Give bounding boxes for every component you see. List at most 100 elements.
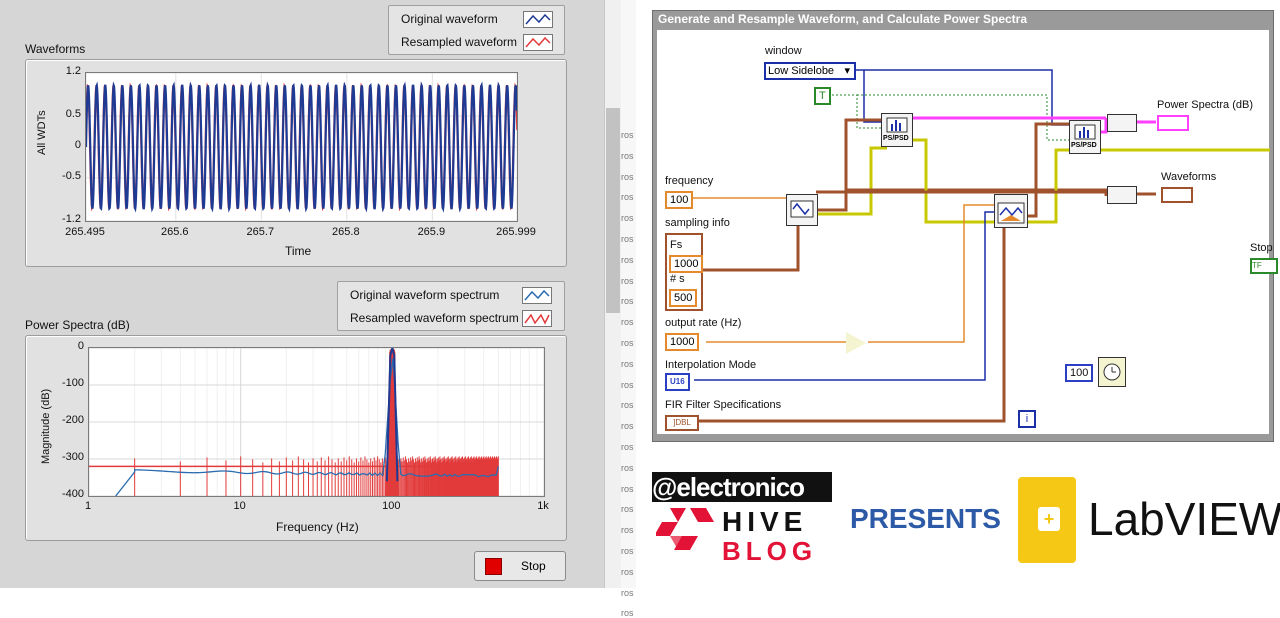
ps-psd-vi-original[interactable]: PS/PSD bbox=[881, 113, 913, 147]
x-tick-label: 10 bbox=[233, 500, 246, 512]
x-tick-label: 265.6 bbox=[161, 226, 189, 238]
line-swatch-icon bbox=[523, 34, 553, 51]
strip-label: ros bbox=[621, 234, 634, 244]
strip-label: ros bbox=[621, 566, 634, 577]
stop-terminal-label: Stop bbox=[1250, 242, 1273, 254]
legend-label: Resampled waveform spectrum bbox=[350, 311, 519, 325]
y-tick-label: 0.5 bbox=[65, 108, 81, 121]
labview-name: LabVIEW bbox=[1088, 493, 1280, 545]
strip-label: ros bbox=[621, 587, 634, 598]
fs-label: Fs bbox=[670, 239, 683, 251]
dropdown-arrow-icon: ▾ bbox=[844, 65, 850, 77]
interpolation-mode-label: Interpolation Mode bbox=[665, 359, 757, 371]
y-tick-label: 0 bbox=[74, 139, 81, 151]
strip-label: ros bbox=[621, 546, 634, 556]
x-tick-label: 1 bbox=[84, 500, 92, 512]
spectra-chart-title: Power Spectra (dB) bbox=[25, 318, 130, 332]
y-tick-label: -0.5 bbox=[62, 169, 81, 182]
resample-icon bbox=[997, 202, 1025, 224]
presents-text: PRESENTS bbox=[850, 503, 1001, 534]
line-swatch-icon bbox=[523, 11, 553, 28]
strip-label: ros bbox=[621, 504, 634, 515]
legend-item-original-spectrum[interactable]: Original waveform spectrum bbox=[338, 284, 564, 306]
ns-control[interactable]: 500 bbox=[669, 289, 698, 307]
strip-label: ros bbox=[621, 254, 634, 265]
spectrum-icon bbox=[1074, 124, 1096, 140]
y-tick-label: 0 bbox=[77, 340, 84, 352]
strip-label: ros bbox=[621, 130, 634, 140]
scrollbar-thumb[interactable] bbox=[606, 108, 620, 313]
iteration-terminal: i bbox=[1018, 410, 1036, 428]
sampling-info-cluster[interactable]: Fs 1000 # s 500 bbox=[665, 233, 704, 311]
labview-logo: + bbox=[1018, 477, 1076, 563]
original-spectrum-peak bbox=[385, 344, 399, 482]
original-spectrum-line bbox=[115, 358, 499, 497]
frame-title: Generate and Resample Waveform, and Calc… bbox=[658, 12, 1028, 26]
waveforms-indicator-label: Waveforms bbox=[1161, 171, 1217, 183]
x-tick-label: 265.8 bbox=[332, 226, 360, 238]
fir-spec-control[interactable]: ]DBL bbox=[665, 415, 699, 431]
boolean-constant[interactable]: T bbox=[814, 87, 831, 105]
strip-label: ros bbox=[621, 608, 634, 618]
spectra-y-axis-label: Magnitude (dB) bbox=[40, 388, 52, 464]
legend-item-original-waveform[interactable]: Original waveform bbox=[389, 8, 564, 30]
y-tick-label: -100 bbox=[61, 377, 84, 389]
output-rate-control[interactable]: 1000 bbox=[665, 333, 700, 351]
x-tick-label: 100 bbox=[382, 500, 401, 512]
x-tick-label: 265.495 bbox=[65, 226, 105, 238]
fir-spec-label: FIR Filter Specifications bbox=[665, 399, 782, 411]
strip-label: ros bbox=[621, 317, 634, 328]
spectra-legend[interactable]: Original waveform spectrum Resampled wav… bbox=[337, 281, 565, 331]
stop-button-label: Stop bbox=[521, 559, 546, 573]
waveforms-chart-title: Waveforms bbox=[25, 42, 86, 56]
frequency-control[interactable]: 100 bbox=[665, 191, 694, 209]
labview-text: LabVIEW™ bbox=[1088, 492, 1280, 546]
legend-item-resampled-spectrum[interactable]: Resampled waveform spectrum bbox=[338, 307, 564, 329]
power-spectra-indicator-label: Power Spectra (dB) bbox=[1157, 99, 1253, 111]
panel-scrollbar[interactable] bbox=[604, 0, 621, 588]
front-panel: Original waveform Resampled waveform Wav… bbox=[0, 0, 604, 588]
logo-blog-text: BLOG bbox=[722, 536, 818, 566]
build-cluster-array-icon[interactable] bbox=[1107, 186, 1137, 204]
waveforms-plot bbox=[84, 72, 519, 222]
frequency-label: frequency bbox=[665, 175, 714, 187]
resample-waveform-vi[interactable] bbox=[994, 194, 1028, 228]
logo-hive-text: HIVE bbox=[722, 506, 808, 537]
strip-label: ros bbox=[621, 379, 634, 390]
output-rate-label: output rate (Hz) bbox=[665, 317, 742, 329]
wait-timer-vi[interactable] bbox=[1098, 357, 1126, 387]
y-tick-label: -200 bbox=[61, 414, 84, 426]
strip-label: ros bbox=[621, 442, 634, 452]
strip-label: ros bbox=[621, 421, 634, 432]
multiply-node[interactable] bbox=[846, 332, 866, 354]
y-tick-label: -400 bbox=[61, 488, 84, 500]
strip-label: ros bbox=[621, 171, 634, 182]
window-enum-value: Low Sidelobe bbox=[768, 65, 835, 77]
stop-terminal[interactable]: TF bbox=[1250, 258, 1278, 274]
spectra-plot-area[interactable] bbox=[88, 344, 545, 497]
waveforms-legend[interactable]: Original waveform Resampled waveform bbox=[388, 5, 565, 55]
watch-icon bbox=[1103, 363, 1121, 381]
line-swatch-icon bbox=[522, 287, 552, 304]
ps-psd-vi-resampled[interactable]: PS/PSD bbox=[1069, 120, 1101, 154]
window-enum-constant[interactable]: Low Sidelobe ▾ bbox=[764, 62, 856, 80]
x-tick-label: 265.7 bbox=[246, 226, 275, 238]
waveforms-plot-area[interactable] bbox=[84, 72, 519, 222]
electronico-hive-logo: @electronico HIVE BLOG bbox=[652, 472, 832, 566]
plus-icon: + bbox=[1038, 507, 1060, 531]
window-label: window bbox=[765, 45, 802, 57]
waveforms-y-axis-label: All WDTs bbox=[36, 110, 48, 155]
interpolation-mode-control[interactable]: U16 bbox=[665, 373, 690, 391]
waveforms-indicator[interactable] bbox=[1161, 187, 1193, 203]
legend-item-resampled-waveform[interactable]: Resampled waveform bbox=[389, 31, 564, 53]
power-spectra-indicator[interactable] bbox=[1157, 115, 1189, 131]
hive-logo-icon bbox=[656, 508, 714, 550]
wait-ms-constant[interactable]: 100 bbox=[1065, 364, 1094, 382]
stop-button[interactable]: Stop bbox=[474, 551, 566, 581]
build-cluster-array-icon[interactable] bbox=[1107, 114, 1137, 132]
fs-control[interactable]: 1000 bbox=[669, 255, 704, 273]
generate-waveform-vi[interactable] bbox=[786, 194, 818, 226]
